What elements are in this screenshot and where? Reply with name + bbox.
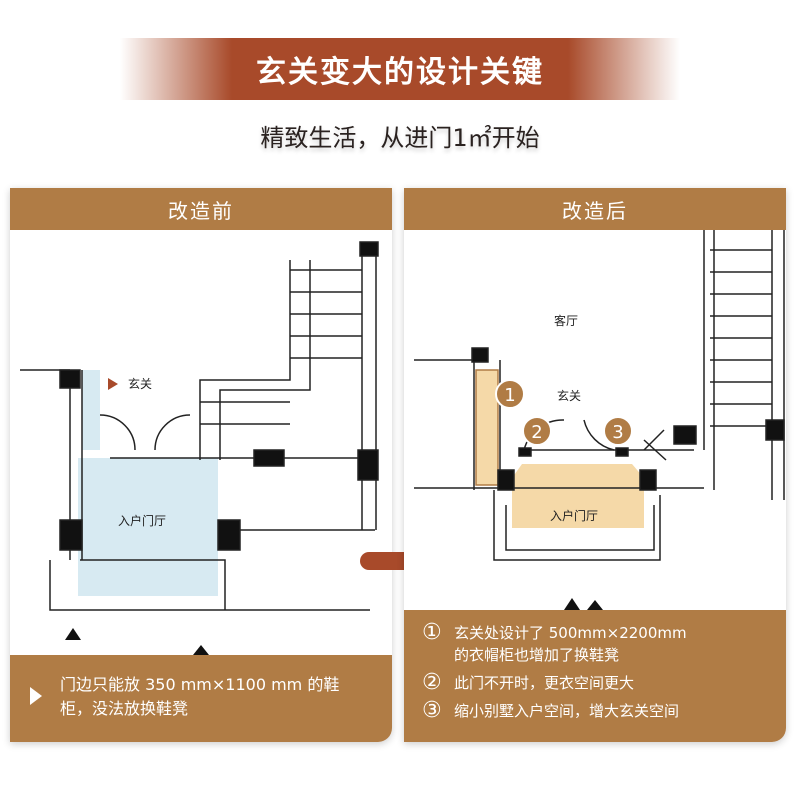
marker-1 xyxy=(495,379,525,409)
before-foyer-label: 玄关 xyxy=(128,376,152,391)
before-card: 改造前 玄关 入户门厅 门边只能放 350 mm×1100 mm 的鞋柜，没法放… xyxy=(10,188,392,742)
hall-area xyxy=(512,464,644,528)
after-hall-label: 入户门厅 xyxy=(550,508,598,523)
before-header: 改造前 xyxy=(10,188,392,230)
after-foyer-label: 玄关 xyxy=(557,388,581,403)
subtitle: 精致生活，从进门1㎡开始 xyxy=(260,124,540,152)
svg-text:3: 3 xyxy=(612,422,623,443)
marker-2 xyxy=(522,416,552,446)
before-floor-plan: 玄关 入户门厅 xyxy=(20,241,379,640)
svg-text:1: 1 xyxy=(504,385,515,406)
svg-text:2: 2 xyxy=(531,422,542,443)
hall-area xyxy=(78,458,218,596)
pointer-icon xyxy=(108,378,118,390)
play-icon xyxy=(30,687,42,705)
title-banner: 玄关变大的设计关键 xyxy=(120,38,680,100)
before-note-text: 门边只能放 350 mm×1100 mm 的鞋柜，没法放换鞋凳 xyxy=(60,675,340,718)
marker-3 xyxy=(603,416,633,446)
after-header: 改造后 xyxy=(404,188,786,230)
wall-block xyxy=(59,369,81,389)
before-hall-label: 入户门厅 xyxy=(118,513,166,528)
page-title: 玄关变大的设计关键 xyxy=(256,55,544,90)
after-floor-plan: 1 2 3 客厅 玄关 入户门厅 xyxy=(414,230,785,610)
before-note: 门边只能放 350 mm×1100 mm 的鞋柜，没法放换鞋凳 xyxy=(10,645,392,742)
living-label: 客厅 xyxy=(554,313,578,328)
